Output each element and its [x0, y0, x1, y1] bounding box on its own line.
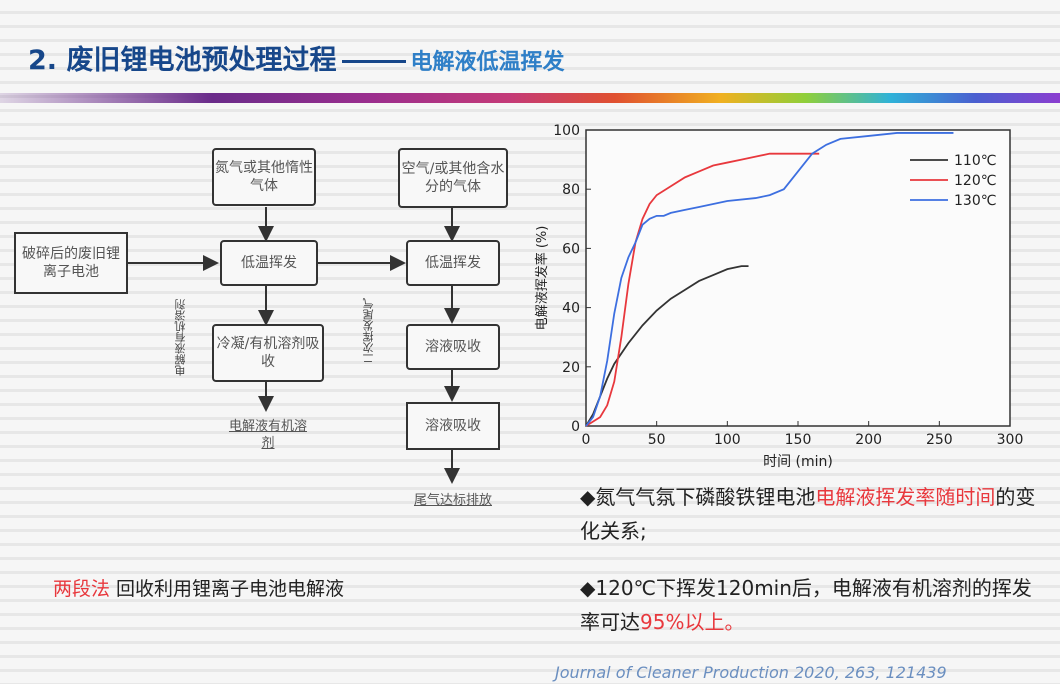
- rainbow-divider: [0, 93, 1060, 103]
- two-step-note: 两段法 回收利用锂离子电池电解液: [53, 574, 344, 601]
- bullet-1-highlight: 电解液挥发率随时间: [815, 485, 996, 509]
- x-tick-label: 200: [855, 432, 882, 448]
- x-tick-label: 250: [926, 432, 953, 448]
- y-tick-label: 0: [571, 419, 580, 435]
- legend-label-1: 120℃: [954, 173, 996, 189]
- stage1-gas-box: 氮气或其他惰性气体: [212, 148, 316, 206]
- two-step-text: 回收利用锂离子电池电解液: [110, 578, 345, 600]
- stage2-absorb1-box: 溶液吸收: [406, 324, 500, 370]
- stage1-output-label: 电解液有机溶剂: [228, 419, 307, 451]
- series-line-1: [585, 152, 820, 427]
- flowchart-arrows: [128, 207, 460, 484]
- stage1-condense-box: 冷凝/有机溶剂吸收: [212, 324, 324, 382]
- stage1-process-label: 低温挥发: [241, 255, 297, 271]
- x-axis-label: 时间 (min): [763, 454, 833, 470]
- stage1-side-label: 电解液有机溶剂: [174, 299, 187, 376]
- y-tick-label: 100: [553, 123, 580, 139]
- input-box: 破碎后的废旧锂离子电池: [14, 232, 128, 294]
- series-line-0: [585, 265, 749, 427]
- stage2-process-box: 低温挥发: [406, 240, 500, 286]
- x-tick-label: 150: [785, 432, 812, 448]
- plot-frame: [585, 129, 1011, 427]
- stage2-absorb1-label: 溶液吸收: [425, 339, 481, 355]
- slide-title-text: 2. 废旧锂电池预处理过程: [28, 45, 337, 76]
- x-tick-label: 300: [997, 432, 1024, 448]
- bullet-1-prefix: ◆氮气气氛下磷酸铁锂电池: [580, 485, 816, 509]
- stage2-process-label: 低温挥发: [425, 255, 481, 271]
- stage2-gas-box: 空气/或其他含水分的气体: [398, 148, 508, 208]
- x-tick-label: 50: [648, 432, 666, 448]
- x-tick-label: 100: [714, 432, 741, 448]
- volatilization-chart: 0 50 100 150 200 250 300 0 20 40 60 80 100 时间 (min) 电解…: [528, 112, 1058, 474]
- bullet-2: ◆120℃下挥发120min后，电解液有机溶剂的挥发率可达95%以上。: [580, 571, 1040, 639]
- title-dash: [342, 60, 407, 63]
- stage1-condense-label: 冷凝/有机溶剂吸收: [216, 336, 320, 370]
- stage2-output-label: 尾气达标排放: [413, 493, 492, 508]
- x-tick-label: 0: [582, 432, 591, 448]
- stage2-absorb2-label: 溶液吸收: [425, 418, 481, 434]
- bullet-2-highlight: 95%以上。: [640, 610, 745, 634]
- legend-label-0: 110℃: [954, 153, 996, 169]
- y-axis-label: 电解液挥发率 (%): [534, 226, 550, 331]
- chart-svg: 0 50 100 150 200 250 300 0 20 40 60 80 100 时间 (min) 电解…: [534, 123, 1024, 470]
- input-box-label: 破碎后的废旧锂离子电池: [22, 246, 120, 280]
- journal-citation: Journal of Cleaner Production 2020, 263,…: [555, 663, 947, 682]
- process-flowchart: 破碎后的废旧锂离子电池 氮气或其他惰性气体 低温挥发 电解液有机溶剂 冷凝/有机…: [0, 110, 540, 550]
- bullet-1: ◆氮气气氛下磷酸铁锂电池电解液挥发率随时间的变化关系;: [580, 480, 1040, 548]
- two-step-highlight: 两段法: [53, 578, 111, 600]
- slide-subtitle: 电解液低温挥发: [410, 50, 565, 75]
- y-tick-label: 60: [562, 241, 580, 257]
- y-tick-label: 20: [562, 360, 580, 376]
- stage1-gas-label: 氮气或其他惰性气体: [215, 160, 313, 194]
- stage2-side-label: 二次挥发尾气: [362, 298, 375, 364]
- legend-label-2: 130℃: [954, 193, 996, 209]
- slide-title: 2. 废旧锂电池预处理过程 电解液低温挥发: [28, 38, 564, 77]
- series-line-2: [585, 132, 954, 427]
- stage2-absorb2-box: 溶液吸收: [406, 402, 500, 450]
- stage1-process-box: 低温挥发: [220, 240, 318, 286]
- y-tick-label: 80: [562, 182, 580, 198]
- stage2-gas-label: 空气/或其他含水分的气体: [401, 161, 505, 195]
- bullet-1-suffix: 的变化关系;: [580, 485, 1036, 543]
- bullet-2-prefix: ◆120℃下挥发120min后，电解液有机溶剂的挥发率可达: [580, 576, 1032, 634]
- y-tick-label: 40: [562, 301, 580, 317]
